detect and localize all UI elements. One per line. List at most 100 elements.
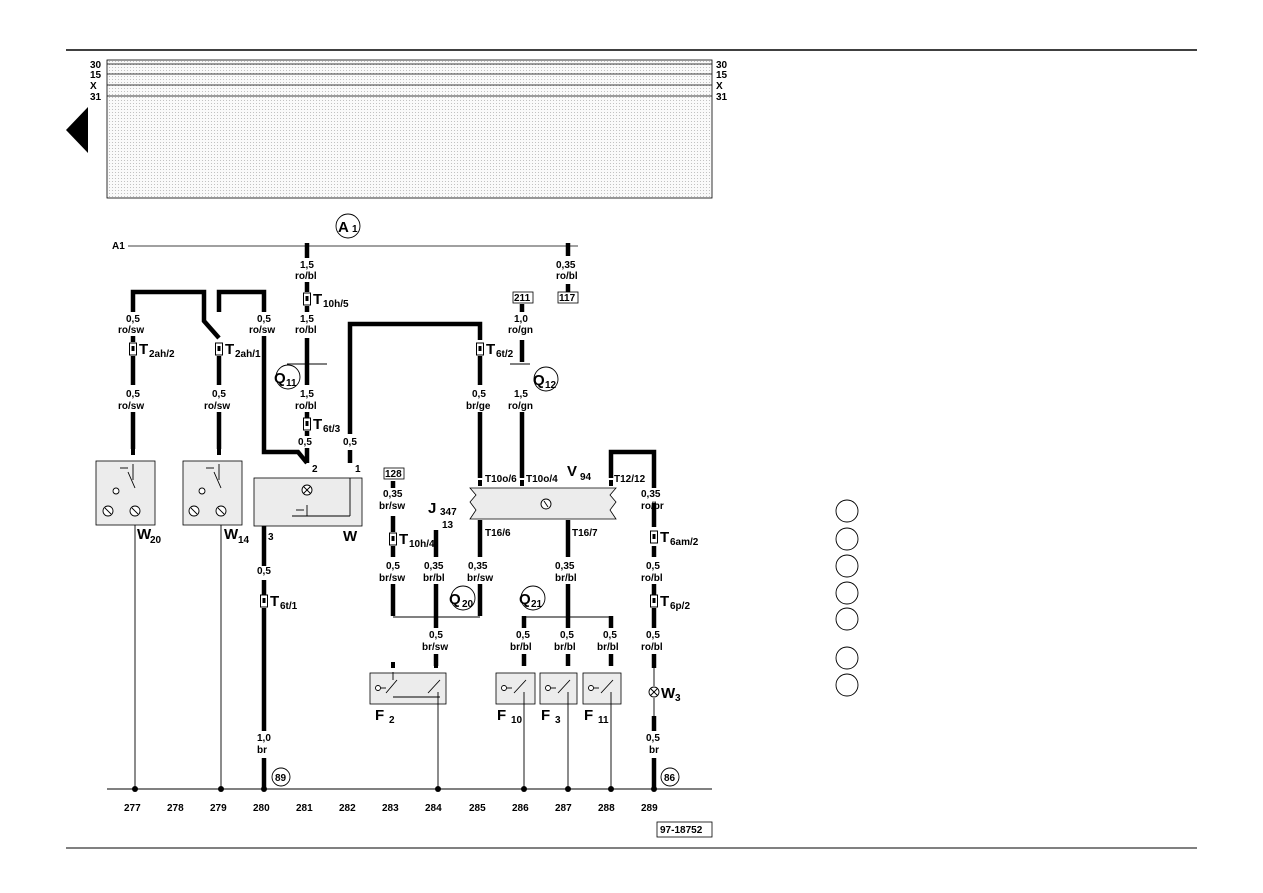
- supply-rails: [107, 63, 712, 97]
- t6t1-sub: 6t/1: [280, 601, 298, 612]
- w-switch-symbol: [292, 478, 351, 517]
- plug-t2ah1: [215, 342, 223, 356]
- rail-label-31-left: 31: [90, 92, 102, 103]
- f10-sub: 10: [511, 715, 523, 726]
- column-282: 282: [339, 803, 356, 814]
- t6t2-label: T: [486, 341, 495, 358]
- t10h5-sub: 10h/5: [323, 299, 349, 310]
- wire-w-feed: [261, 336, 309, 465]
- wire-spec: ro/br: [641, 501, 664, 512]
- f10-switch: [495, 672, 536, 705]
- wire-spec: br/ge: [466, 401, 491, 412]
- wire-spec: 0,5: [126, 314, 140, 325]
- plug-t6t1: [260, 594, 268, 608]
- legend-circle: [835, 646, 859, 670]
- wire-spec: 0,35: [555, 561, 575, 572]
- ref-128: 128: [385, 469, 402, 480]
- plug-t10h5: [303, 292, 311, 306]
- t10h4-label: T: [399, 531, 408, 548]
- q12-sub: 12: [545, 380, 557, 391]
- t6t3-label: T: [313, 416, 322, 433]
- wire-spec: 1,5: [300, 260, 314, 271]
- wire-spec: 1,5: [514, 389, 528, 400]
- q20-label: Q: [449, 591, 461, 608]
- a1-badge: [335, 213, 361, 239]
- wire-labels: 1,5 ro/bl 1,5 ro/bl 1,5 ro/bl 0,5 0,5 0,…: [118, 260, 664, 756]
- ref-117-box: [557, 291, 579, 304]
- wire-v94-289-loop: [608, 449, 657, 488]
- column-288: 288: [598, 803, 615, 814]
- f2-label: F: [375, 707, 384, 724]
- t1212-label: T12/12: [614, 474, 646, 485]
- t10o4-label: T10o/4: [526, 474, 558, 485]
- wire-spec: 0,5: [560, 630, 574, 641]
- wire-spec: 0,5: [126, 389, 140, 400]
- wire-spec: br/bl: [597, 642, 619, 653]
- t6p2-label: T: [660, 593, 669, 610]
- q21-circle: [520, 585, 546, 611]
- wire-spec: 0,35: [641, 489, 661, 500]
- w3-sub: 3: [675, 693, 681, 704]
- q20-sub: 20: [462, 599, 474, 610]
- rail-label-31-right: 31: [716, 92, 728, 103]
- w-pin-2: 2: [312, 464, 318, 475]
- rail-label-30-left: 30: [90, 60, 102, 71]
- wire-spec: 1,5: [300, 389, 314, 400]
- diagram-id-box: [656, 821, 713, 838]
- f10-label: F: [497, 707, 506, 724]
- ref-89: 89: [275, 773, 287, 784]
- wire-spec: 0,5: [603, 630, 617, 641]
- q21-sub: 21: [531, 599, 543, 610]
- t6am2-label: T: [660, 529, 669, 546]
- plug-t6p2: [650, 594, 658, 608]
- q11-label: Q: [274, 370, 286, 387]
- wire-w20-loop: [130, 289, 221, 340]
- wire-spec: 0,5: [646, 630, 660, 641]
- ref-86: 86: [664, 773, 676, 784]
- wire-spec: 0,35: [424, 561, 444, 572]
- t167-label: T16/7: [572, 528, 598, 539]
- wire-spec: br/sw: [379, 573, 405, 584]
- t6am2-sub: 6am/2: [670, 537, 699, 548]
- t2ah2-sub: 2ah/2: [149, 349, 175, 360]
- column-277: 277: [124, 803, 141, 814]
- t2ah2-label: T: [139, 341, 148, 358]
- w-pin-3: 3: [268, 532, 274, 543]
- wire-spec: 0,5: [472, 389, 486, 400]
- v94-sub: 94: [580, 472, 592, 483]
- ref-211: 211: [514, 293, 531, 304]
- f11-switch: [582, 672, 622, 705]
- f2-switch-symbol: [375, 672, 441, 704]
- column-286: 286: [512, 803, 529, 814]
- wire-spec: 0,5: [386, 561, 400, 572]
- rail-label-15-right: 15: [716, 70, 728, 81]
- wire-spec: 1,0: [514, 314, 528, 325]
- wire-spec: br/sw: [422, 642, 448, 653]
- ref-117: 117: [559, 293, 576, 304]
- w14-switch-symbol: [188, 464, 227, 517]
- t10h4-sub: 10h/4: [409, 539, 435, 550]
- ref-128-box: [383, 467, 405, 480]
- wire-spec: br/bl: [510, 642, 532, 653]
- previous-page-arrow[interactable]: [66, 107, 88, 153]
- t6t2-sub: 6t/2: [496, 349, 514, 360]
- v94-motor-mark: [543, 500, 549, 508]
- f3-label: F: [541, 707, 550, 724]
- q11-sub: 11: [286, 378, 297, 389]
- wire-spec: ro/bl: [295, 271, 317, 282]
- ground-bus-label: A1: [112, 241, 125, 252]
- wire-spec: ro/bl: [556, 271, 578, 282]
- wire-spec: br/bl: [555, 573, 577, 584]
- wire-spec: ro/bl: [641, 642, 663, 653]
- wire-spec: br/sw: [467, 573, 493, 584]
- j347-sub: 347: [440, 507, 457, 518]
- ref-89-circle: [271, 767, 291, 787]
- terminal-markers: [131, 449, 613, 668]
- w3-lamp-cross-b: [650, 688, 658, 696]
- wire-spec: 1,5: [300, 314, 314, 325]
- t10h5-label: T: [313, 291, 322, 308]
- w20-switch-symbol: [102, 464, 141, 517]
- legend-circle: [835, 554, 859, 578]
- wire-spec: 0,5: [257, 314, 271, 325]
- wire-spec: 0,5: [257, 566, 271, 577]
